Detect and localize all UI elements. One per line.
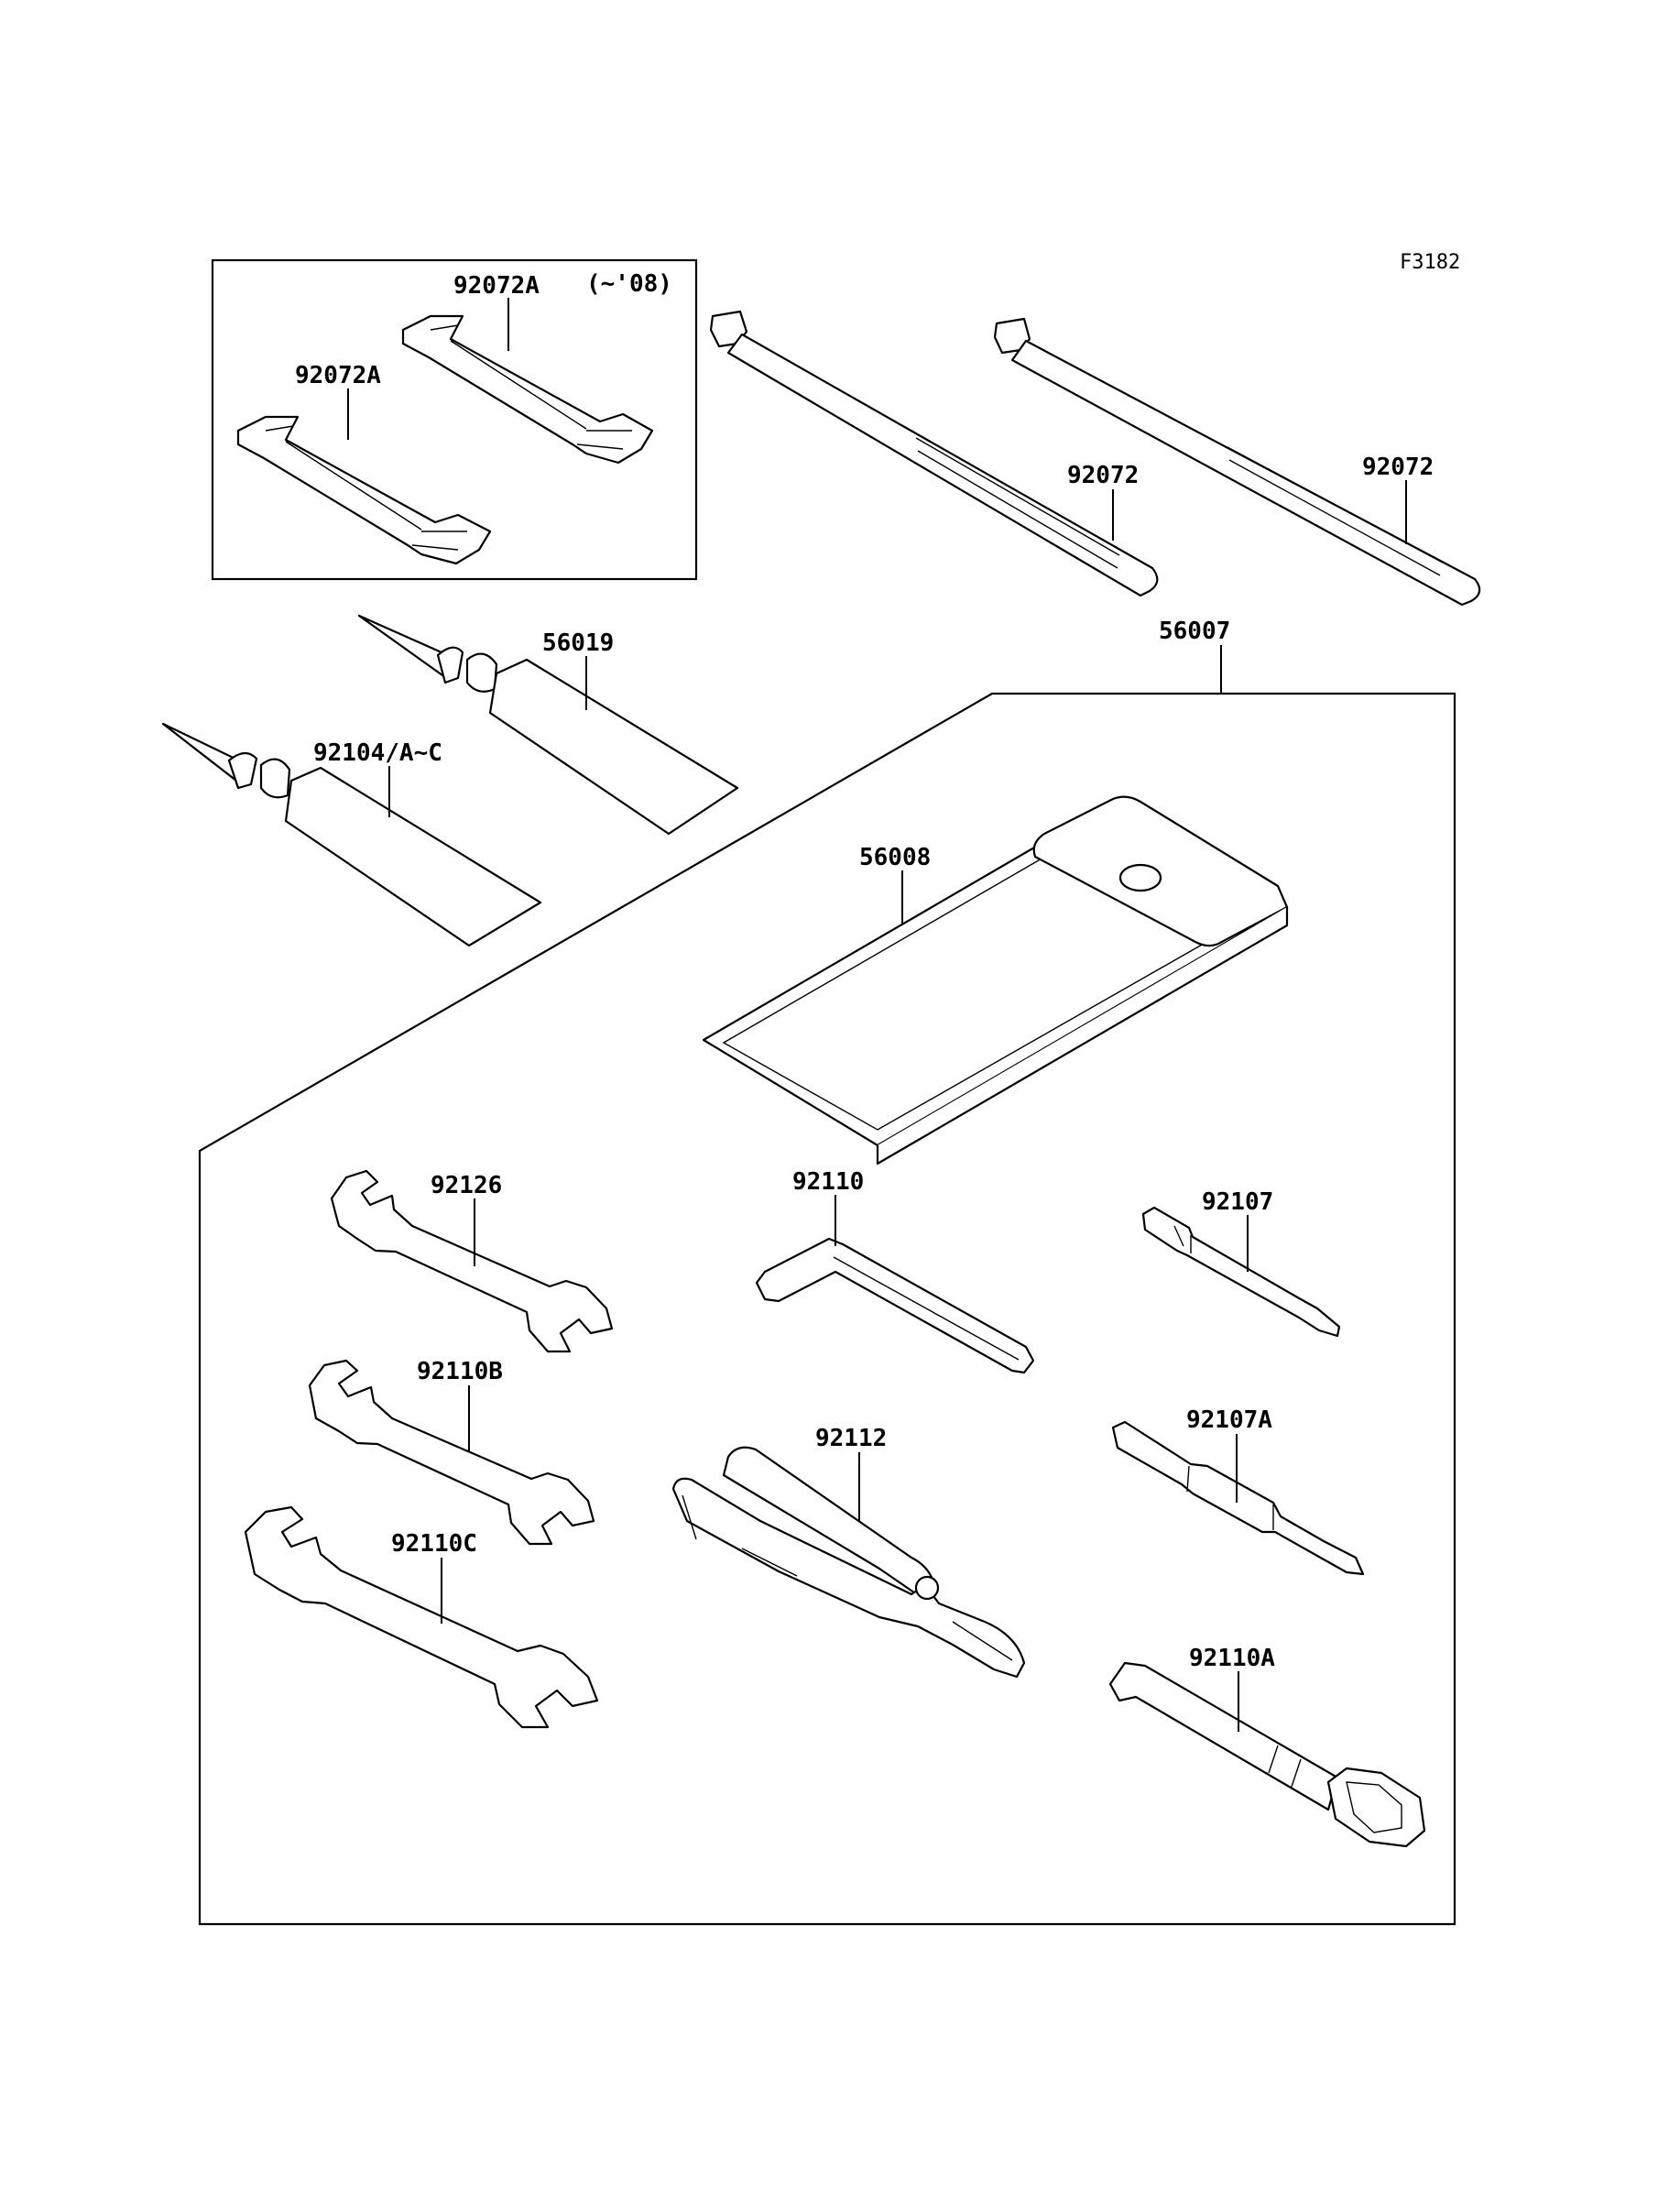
screwdriver-92107 <box>1141 1206 1341 1338</box>
wrench-92126 <box>330 1169 614 1353</box>
strap-lower <box>236 415 492 565</box>
label-wrench-c: 92110C <box>391 1530 477 1558</box>
label-tube-lower: 92104/A~C <box>313 739 442 767</box>
cable-tie-right <box>993 317 1481 607</box>
strap-inset-box <box>211 258 698 581</box>
toolkit-boundary <box>198 692 1456 1926</box>
screwdriver-92107A <box>1111 1420 1365 1576</box>
label-wrench-b: 92110B <box>417 1358 503 1385</box>
label-toolkit: 56007 <box>1159 618 1230 645</box>
label-spark-wrench: 92110A <box>1189 1645 1275 1672</box>
label-screwdriver-a: 92107A <box>1186 1406 1272 1434</box>
label-pouch: 56008 <box>859 844 931 871</box>
strap-upper <box>401 314 654 465</box>
wrench-92110C <box>244 1505 599 1729</box>
label-hex-key: 92110 <box>792 1168 864 1196</box>
grease-tube-lower <box>161 722 542 947</box>
hex-key-92110 <box>755 1237 1035 1374</box>
label-pliers: 92112 <box>815 1425 887 1452</box>
label-strap-lower: 92072A <box>295 362 381 389</box>
label-wrench-a: 92126 <box>431 1172 502 1199</box>
label-tie-right: 92072 <box>1362 454 1434 481</box>
spark-plug-wrench-92110A <box>1108 1661 1426 1848</box>
label-tube-upper: 56019 <box>542 629 614 657</box>
label-tie-left: 92072 <box>1067 462 1139 489</box>
wrench-92110B <box>308 1359 595 1546</box>
tool-pouch <box>702 795 1289 1165</box>
cable-tie-left <box>709 310 1159 597</box>
label-screwdriver: 92107 <box>1202 1188 1273 1216</box>
pliers-92112 <box>671 1446 1026 1679</box>
figure-code: F3182 <box>1400 251 1460 274</box>
label-strap-note: (~'08) <box>586 270 672 298</box>
grease-tube-upper <box>357 614 739 836</box>
label-strap-upper: 92072A <box>453 272 540 300</box>
